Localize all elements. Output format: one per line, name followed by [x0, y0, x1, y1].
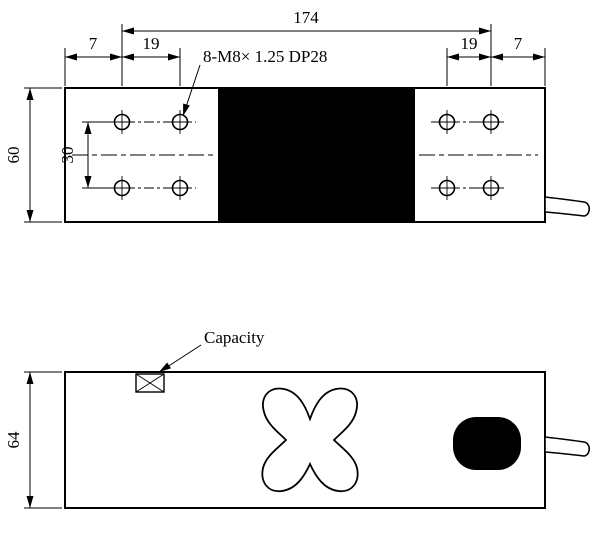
top-view: 174 7 19 19 7 8-M8× 1.25 D	[4, 8, 591, 223]
mounting-hole	[479, 110, 503, 134]
thread-callout-label: 8-M8× 1.25 DP28	[203, 47, 327, 66]
mounting-holes	[110, 110, 503, 200]
bottom-view: Capacity 64	[4, 328, 591, 509]
dim-64: 64	[4, 371, 62, 509]
dim-7-right-label: 7	[514, 34, 523, 53]
dim-174: 174	[121, 8, 492, 86]
dim-19-left-label: 19	[143, 34, 160, 53]
dim-chain: 7 19 19 7	[64, 34, 546, 86]
mounting-hole	[435, 176, 459, 200]
dim-174-label: 174	[293, 8, 319, 27]
flexure-cutout	[261, 387, 359, 493]
dim-7-left-label: 7	[89, 34, 98, 53]
mounting-hole	[435, 110, 459, 134]
mounting-hole	[110, 176, 134, 200]
dim-19-right-label: 19	[461, 34, 478, 53]
capacity-callout: Capacity	[135, 328, 265, 393]
dim-60: 60	[4, 87, 62, 223]
dim-60-label: 60	[4, 147, 23, 164]
potting-blob	[453, 417, 521, 470]
bottom-cable	[544, 436, 591, 457]
thread-callout: 8-M8× 1.25 DP28	[183, 47, 327, 116]
mounting-hole	[110, 110, 134, 134]
dim-30: 30	[58, 121, 110, 189]
mounting-hole	[479, 176, 503, 200]
capacity-label: Capacity	[204, 328, 265, 347]
dim-30-label: 30	[58, 147, 77, 164]
mounting-hole	[168, 110, 192, 134]
mounting-hole	[168, 176, 192, 200]
top-cable	[544, 196, 591, 217]
top-black-block	[218, 88, 415, 222]
dim-64-label: 64	[4, 431, 23, 449]
